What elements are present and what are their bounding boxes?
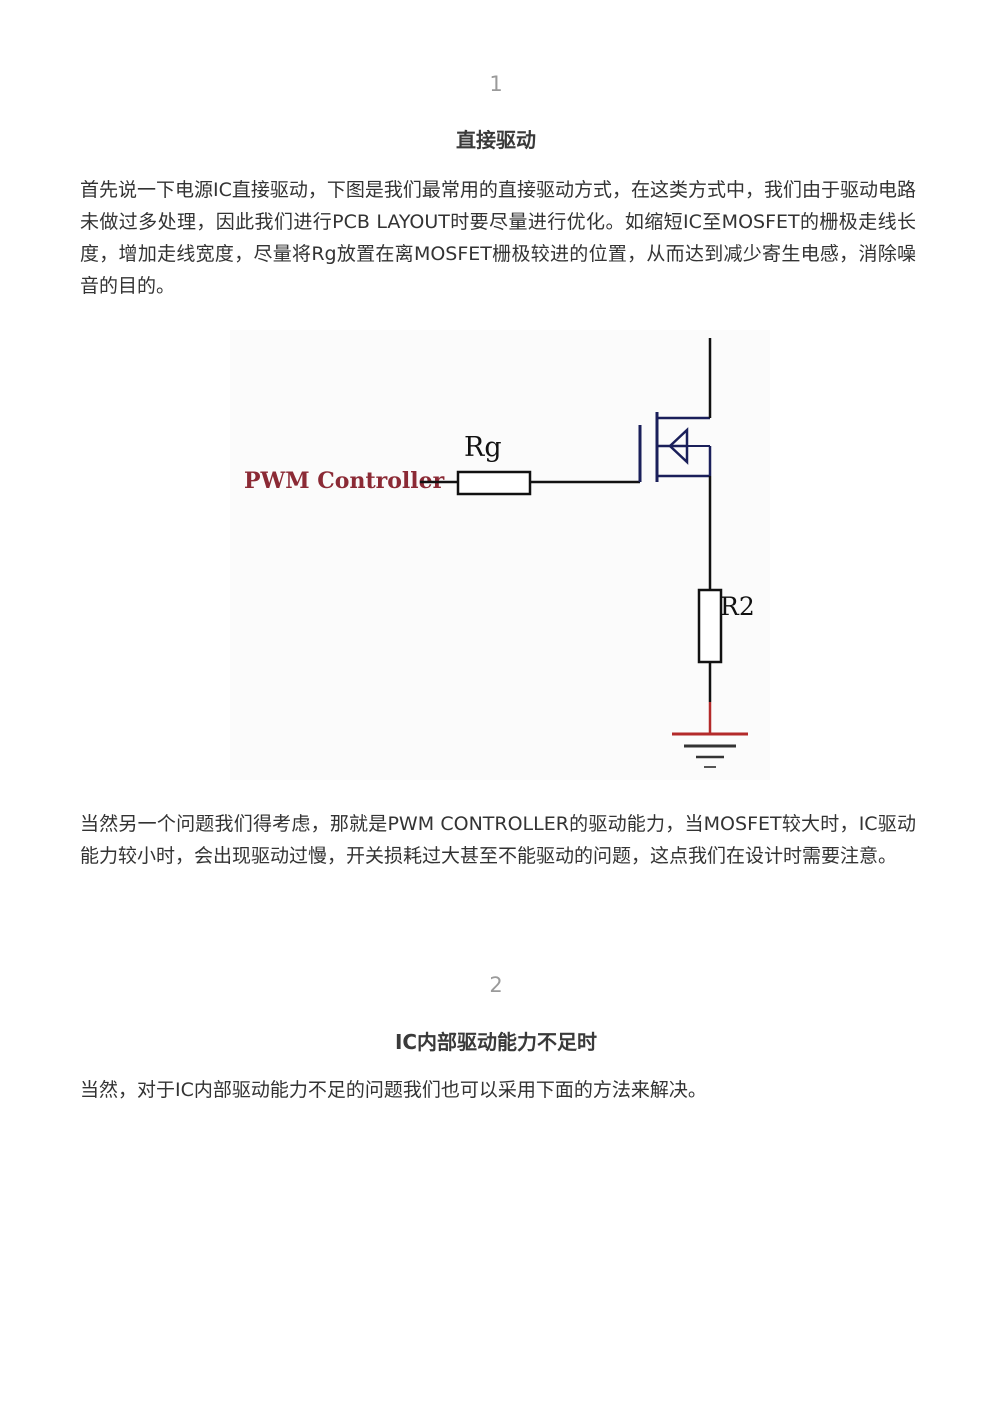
- paragraph-direct-drive-intro: 首先说一下电源IC直接驱动，下图是我们最常用的直接驱动方式，在这类方式中，我们由…: [80, 179, 916, 297]
- resistor-r2: [697, 588, 723, 664]
- section-title-2: IC内部驱动能力不足时: [394, 1030, 598, 1054]
- section-title-1: 直接驱动: [456, 128, 536, 152]
- circuit-diagram: PWM Controller Rg R2: [230, 330, 770, 780]
- rg-label: Rg: [464, 432, 502, 463]
- circuit-diagram-svg: PWM Controller Rg R2: [230, 330, 770, 780]
- paragraph-drive-capability: 当然另一个问题我们得考虑，那就是PWM CONTROLLER的驱动能力，当MOS…: [80, 813, 916, 867]
- ground-icon: [672, 732, 748, 768]
- diagram-background: [230, 330, 770, 780]
- paragraph-insufficient-drive: 当然，对于IC内部驱动能力不足的问题我们也可以采用下面的方法来解决。: [80, 1079, 707, 1101]
- r2-label: R2: [720, 592, 755, 621]
- section-number-1: 1: [489, 72, 503, 96]
- pwm-controller-label: PWM Controller: [244, 468, 445, 494]
- section-number-2: 2: [489, 973, 503, 997]
- resistor-rg: [456, 470, 532, 496]
